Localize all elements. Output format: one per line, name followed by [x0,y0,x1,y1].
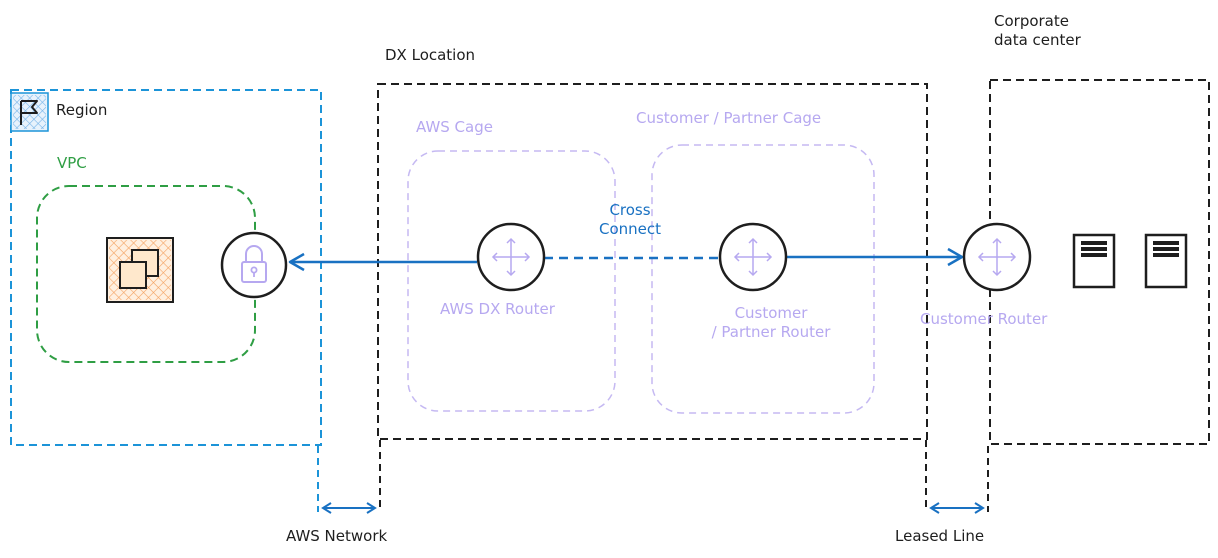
aws-cage-boundary [407,150,616,412]
region-title: Region [56,101,108,119]
dx-location-title: DX Location [385,46,476,64]
customer-cage-title: Customer / Partner Cage [636,109,822,127]
region-boundary [10,89,322,446]
partner-to-customer-arrow [787,247,964,267]
vpn-lock-icon [220,231,288,299]
dx-to-vpc-arrow [288,252,477,272]
corporate-dc-boundary [989,79,1210,445]
aws-dx-router-label: AWS DX Router [440,300,555,318]
customer-partner-router-label: Customer / Partner Router [711,304,831,341]
router-icon [718,222,788,292]
leased-line-dimension [925,440,989,514]
customer-cage-boundary [651,144,875,414]
router-icon [476,222,546,292]
aws-network-label: AWS Network [286,527,388,545]
leased-line-label: Leased Line [895,527,985,545]
aws-cage-title: AWS Cage [416,118,493,136]
customer-router-label: Customer Router [920,310,1048,328]
ec2-instances-icon [106,237,174,303]
region-flag-icon [10,92,49,132]
router-icon [962,222,1032,292]
corporate-dc-title: Corporate data center [994,12,1081,49]
vpc-title: VPC [57,154,87,172]
aws-network-dimension [317,440,381,514]
server-icon [1144,233,1188,289]
server-icon [1072,233,1116,289]
cross-connect-label: Cross Connect [598,201,662,238]
